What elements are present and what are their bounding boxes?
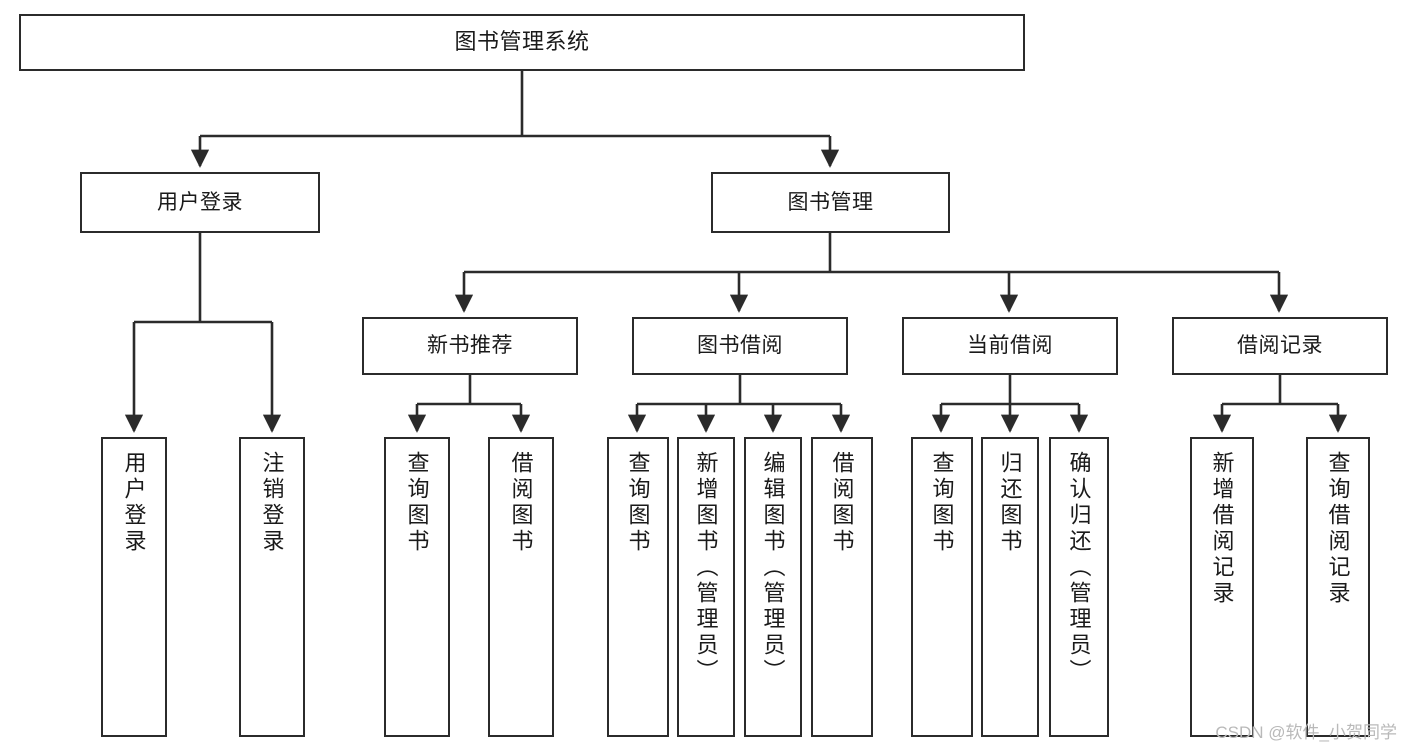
leaf-current-return-book[interactable]: 归还图书 (981, 437, 1039, 737)
node-label: 归还图书 (997, 451, 1023, 555)
node-user-login[interactable]: 用户登录 (80, 172, 320, 233)
node-book-management[interactable]: 图书管理 (711, 172, 950, 233)
node-label: 查询图书 (404, 451, 430, 555)
leaf-borrow-borrow-book[interactable]: 借阅图书 (811, 437, 873, 737)
node-root-book-management-system[interactable]: 图书管理系统 (19, 14, 1025, 71)
node-new-book-recommend[interactable]: 新书推荐 (362, 317, 578, 375)
leaf-record-query-borrow-record[interactable]: 查询借阅记录 (1306, 437, 1370, 737)
node-label: 新书推荐 (427, 334, 513, 358)
leaf-borrow-query-book[interactable]: 查询图书 (607, 437, 669, 737)
node-label: 查询图书 (625, 451, 651, 555)
node-label: 当前借阅 (967, 334, 1053, 358)
node-borrow-record[interactable]: 借阅记录 (1172, 317, 1388, 375)
node-label: 图书借阅 (697, 334, 783, 358)
node-label: 查询借阅记录 (1325, 451, 1351, 607)
node-label: 用户登录 (157, 190, 243, 214)
node-label: 注销登录 (259, 451, 285, 555)
node-label: 借阅记录 (1237, 334, 1323, 358)
node-label: 编辑图书（管理员） (760, 451, 786, 685)
leaf-current-confirm-return-admin[interactable]: 确认归还（管理员） (1049, 437, 1109, 737)
leaf-new-book-borrow-book[interactable]: 借阅图书 (488, 437, 554, 737)
leaf-borrow-edit-book-admin[interactable]: 编辑图书（管理员） (744, 437, 802, 737)
node-current-borrow[interactable]: 当前借阅 (902, 317, 1118, 375)
node-label: 借阅图书 (508, 451, 534, 555)
node-label: 借阅图书 (829, 451, 855, 555)
node-label: 新增借阅记录 (1209, 451, 1235, 607)
node-label: 图书管理系统 (454, 29, 590, 55)
leaf-user-login-logout[interactable]: 注销登录 (239, 437, 305, 737)
node-book-borrow[interactable]: 图书借阅 (632, 317, 848, 375)
leaf-new-book-query-book[interactable]: 查询图书 (384, 437, 450, 737)
leaf-record-add-borrow-record[interactable]: 新增借阅记录 (1190, 437, 1254, 737)
leaf-current-query-book[interactable]: 查询图书 (911, 437, 973, 737)
node-label: 新增图书（管理员） (693, 451, 719, 685)
leaf-user-login-login[interactable]: 用户登录 (101, 437, 167, 737)
node-label: 用户登录 (121, 451, 147, 555)
leaf-borrow-add-book-admin[interactable]: 新增图书（管理员） (677, 437, 735, 737)
node-label: 图书管理 (787, 190, 874, 214)
node-label: 确认归还（管理员） (1066, 451, 1092, 685)
node-label: 查询图书 (929, 451, 955, 555)
